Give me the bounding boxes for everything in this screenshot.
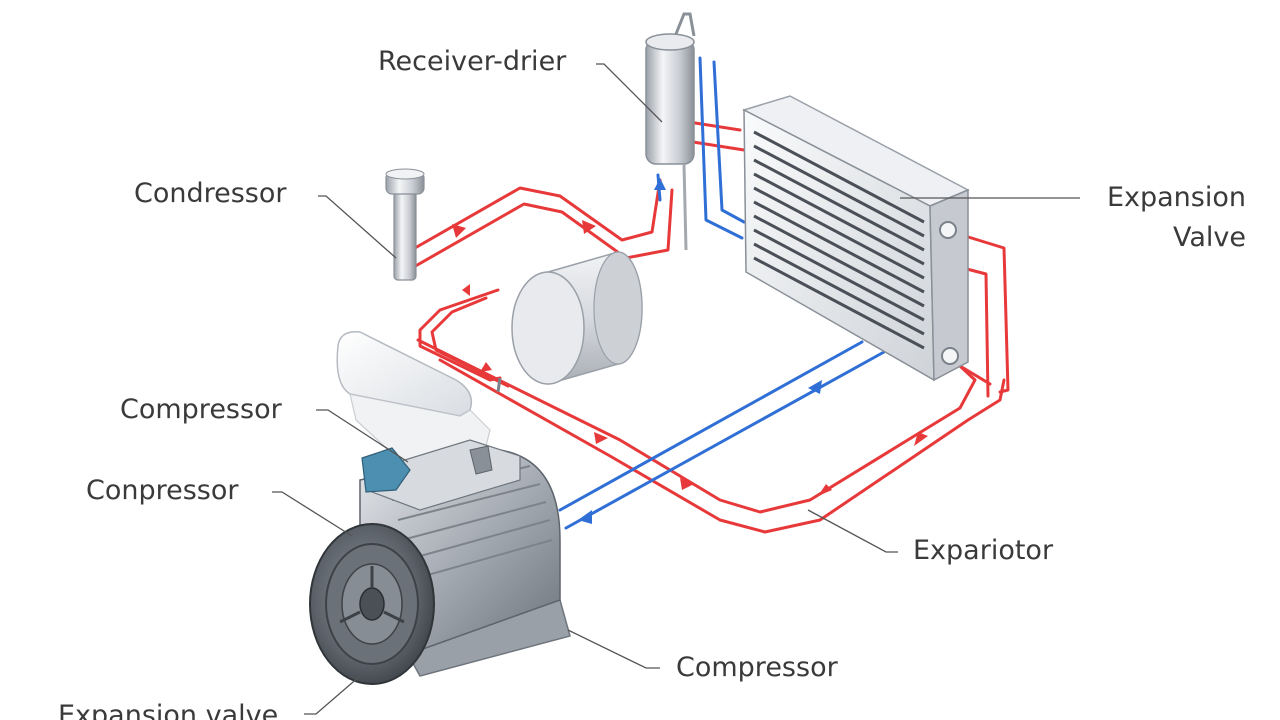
cold-line [564, 350, 886, 530]
flow-arrow [594, 432, 608, 444]
label-expansion-valve: Expansion Valve [1094, 178, 1246, 258]
refrigerant-lines [358, 56, 1010, 534]
leader-condresser [318, 195, 397, 259]
leader-conpressor [272, 491, 353, 537]
leader-lines [272, 63, 1080, 715]
cold-line [558, 340, 864, 512]
label-receiver-drier: Receiver-drier [378, 46, 567, 77]
label-conpressor: Conpressor [86, 475, 239, 506]
flow-arrow [452, 224, 466, 238]
hot-line [438, 358, 1006, 534]
small-valve-component [385, 168, 425, 281]
cold-line [712, 60, 746, 224]
hot-line [418, 288, 502, 382]
flow-arrow [462, 284, 470, 296]
label-expansion-valve-line2: Valve [1172, 222, 1246, 253]
label-compressor-top: Compressor [120, 394, 282, 425]
flow-arrow [654, 178, 666, 190]
leader-expansion-valve-cut [304, 675, 361, 715]
label-compressor-bottom: Compressor [676, 652, 838, 683]
leader-compressor-top [316, 409, 409, 463]
drum-component [496, 251, 643, 393]
cold-line [698, 56, 744, 240]
label-expansion-valve-line1: Expansion [1106, 182, 1246, 213]
label-expariotor: Expariotor [913, 535, 1054, 566]
label-expansion-valve-cut: Expansion valve [58, 700, 279, 720]
compressor-component [309, 439, 571, 685]
hot-line [430, 296, 510, 388]
leader-compressor-bottom [567, 629, 660, 669]
flow-arrow [480, 362, 492, 372]
flow-arrow [578, 510, 592, 524]
hot-line [410, 188, 674, 270]
receiver-drier-component [645, 12, 696, 251]
flow-arrow [582, 220, 596, 234]
flow-arrow [808, 380, 822, 394]
flow-arrow [818, 484, 832, 496]
label-condresser: Condressor [134, 178, 287, 209]
leader-expariotor [807, 509, 898, 553]
condenser-panel [742, 95, 970, 382]
hot-line [950, 230, 1010, 394]
flow-arrow [680, 478, 694, 490]
leader-receiver-drier [596, 63, 663, 123]
hot-line [406, 178, 662, 254]
hot-line [416, 338, 977, 514]
flow-arrow [914, 432, 928, 446]
